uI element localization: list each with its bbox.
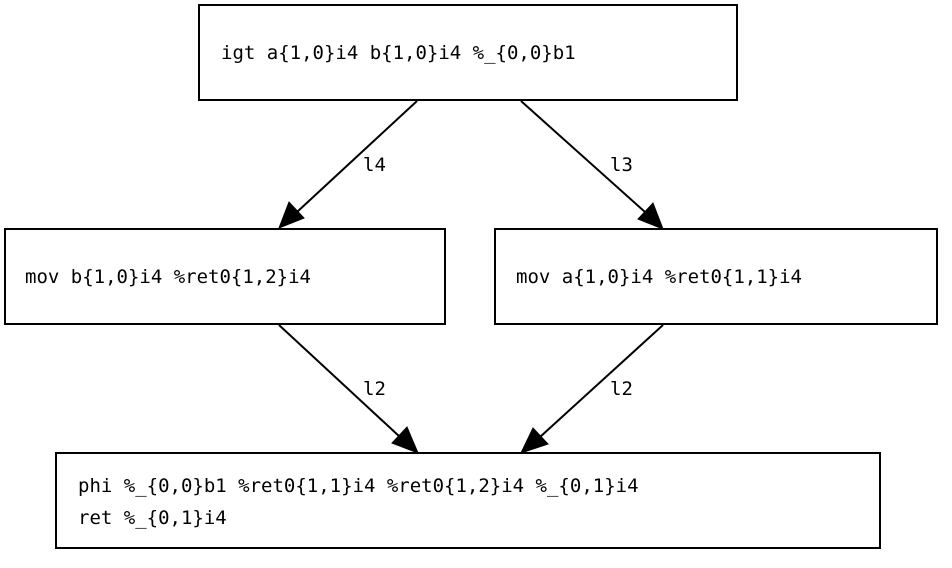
edge-entry-to-left: l4 [278, 100, 418, 229]
node-text-line-1: phi %_{0,0}b1 %ret0{1,1}i4 %ret0{1,2}i4 … [78, 475, 639, 497]
arrow-head [391, 426, 419, 454]
edge-line [278, 324, 401, 438]
arrow-head [520, 427, 549, 454]
node-text-line-2: ret %_{0,1}i4 [78, 507, 227, 529]
edge-line [296, 100, 418, 213]
edge-right-to-exit: l2 [520, 324, 664, 454]
edge-left-to-exit: l2 [278, 324, 419, 454]
node-text: mov b{1,0}i4 %ret0{1,2}i4 [25, 266, 311, 288]
node-box [494, 228, 938, 325]
node-entry: igt a{1,0}i4 b{1,0}i4 %_{0,0}b1 [198, 4, 738, 101]
edge-label: l2 [610, 378, 633, 400]
node-box [55, 452, 881, 549]
edge-label: l4 [363, 154, 386, 176]
edge-label: l3 [610, 154, 633, 176]
node-right-block: mov a{1,0}i4 %ret0{1,1}i4 [494, 228, 938, 325]
edge-line [520, 100, 646, 213]
node-box [4, 228, 446, 325]
edge-line [539, 324, 664, 438]
arrow-head [637, 202, 664, 230]
node-box [198, 4, 738, 101]
node-exit: phi %_{0,0}b1 %ret0{1,1}i4 %ret0{1,2}i4 … [55, 452, 881, 549]
node-text: mov a{1,0}i4 %ret0{1,1}i4 [516, 266, 802, 288]
node-text: igt a{1,0}i4 b{1,0}i4 %_{0,0}b1 [221, 42, 576, 64]
edge-label: l2 [363, 378, 386, 400]
edge-entry-to-right: l3 [520, 100, 664, 230]
node-left-block: mov b{1,0}i4 %ret0{1,2}i4 [4, 228, 446, 325]
arrow-head [278, 201, 305, 229]
